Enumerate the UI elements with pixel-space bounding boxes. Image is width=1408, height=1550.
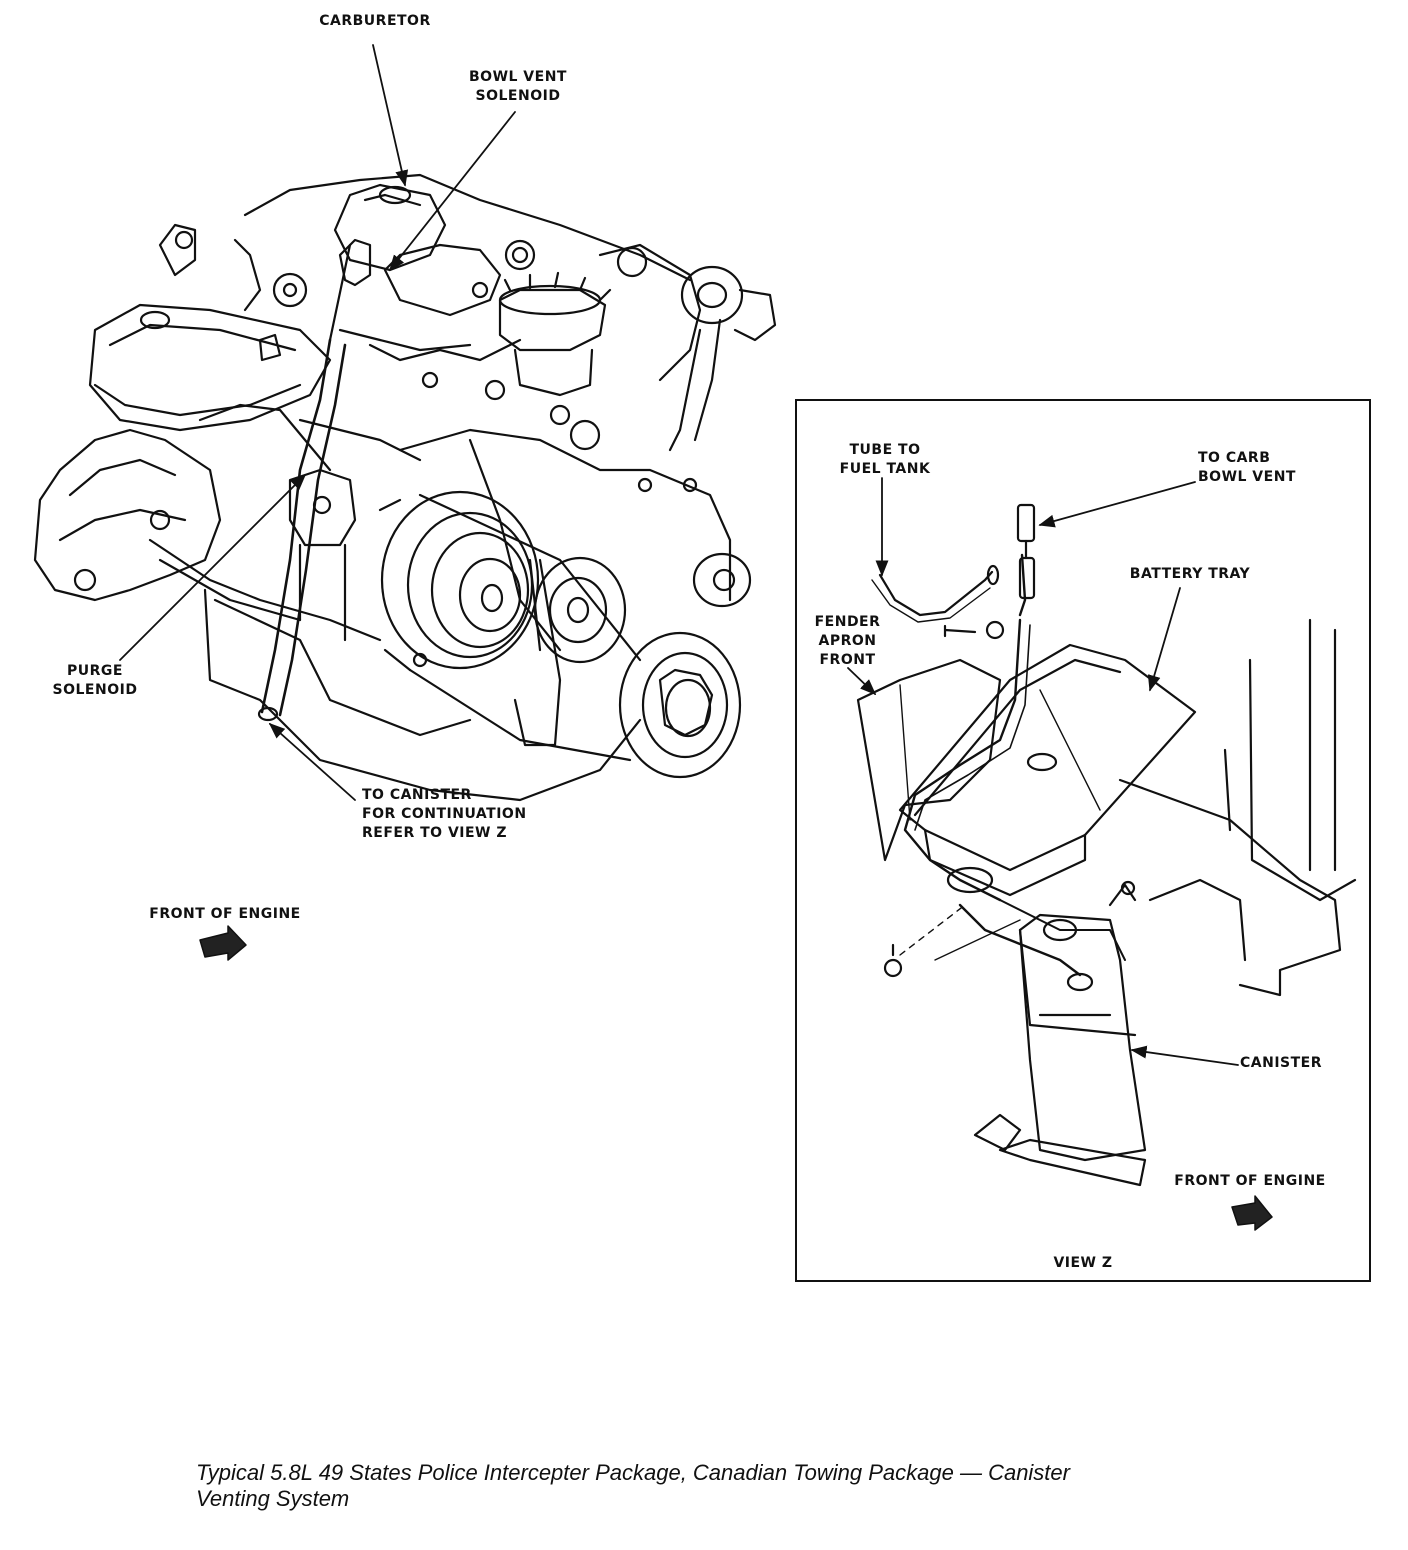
fender-apron-leader <box>847 667 877 696</box>
fender-apron-front-label: FENDER APRON FRONT <box>814 614 881 668</box>
caption-line-2: Venting System <box>196 1486 350 1511</box>
carburetor-leader <box>372 44 409 187</box>
front-of-engine-arrow-icon <box>199 925 247 961</box>
view-z-frame <box>795 399 1371 1282</box>
to-carb-bowl-vent-label: TO CARB BOWL VENT <box>1198 450 1296 485</box>
canister-leader <box>1130 1045 1239 1066</box>
bowl-vent-solenoid-leader <box>388 111 516 272</box>
view-z-illustration <box>856 503 1357 1187</box>
carburetor-label: CARBURETOR <box>319 13 431 29</box>
engine-leader-lines <box>119 44 516 801</box>
to-canister-label: TO CANISTER FOR CONTINUATION REFER TO VI… <box>362 787 527 841</box>
to-canister-leader <box>268 722 356 801</box>
caption-line-1: Typical 5.8L 49 States Police Intercepte… <box>196 1460 1070 1485</box>
purge-solenoid-leader <box>119 473 307 661</box>
to-carb-bowl-vent-leader <box>1038 481 1196 528</box>
view-z-title: VIEW Z <box>1053 1255 1113 1271</box>
engine-illustration <box>33 173 777 802</box>
front-of-engine-label: FRONT OF ENGINE <box>149 906 301 922</box>
view-z-front-arrow-icon <box>1231 1195 1273 1231</box>
tube-to-fuel-tank-label: TUBE TO FUEL TANK <box>839 442 931 477</box>
bowl-vent-solenoid-label: BOWL VENT SOLENOID <box>469 69 567 104</box>
battery-tray-leader <box>1147 587 1181 692</box>
canister-label: CANISTER <box>1240 1055 1323 1071</box>
view-z-front-of-engine-label: FRONT OF ENGINE <box>1174 1173 1326 1189</box>
figure-caption: Typical 5.8L 49 States Police Intercepte… <box>196 1460 1276 1512</box>
purge-solenoid-label: PURGE SOLENOID <box>52 663 138 698</box>
battery-tray-label: BATTERY TRAY <box>1129 566 1251 582</box>
view-z-leader-lines <box>847 477 1239 1066</box>
